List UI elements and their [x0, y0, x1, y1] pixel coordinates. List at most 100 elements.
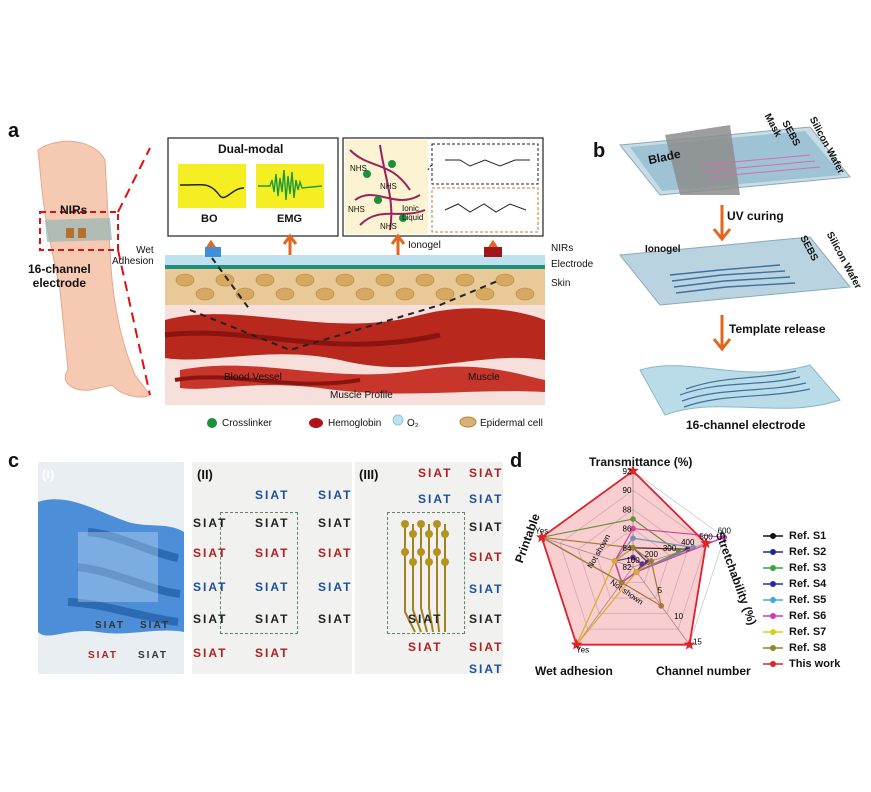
radar-point	[570, 638, 583, 650]
chem-nhs-3: NHS	[348, 205, 365, 214]
right-electrode-label: Electrode	[551, 259, 594, 270]
tick-transmittance: 86	[623, 525, 632, 534]
nirs-sensor	[484, 247, 502, 257]
radar-point	[630, 525, 636, 532]
uv-curing-label: UV curing	[727, 209, 784, 223]
siat-text: SIAT	[193, 646, 228, 660]
radar-point	[630, 516, 636, 522]
legend-label: Ref. S5	[789, 594, 827, 606]
siat-text: SIAT	[255, 612, 290, 626]
siat-text: SIAT	[193, 546, 228, 560]
radar-point	[700, 537, 712, 549]
electrode-region-iii	[387, 512, 465, 634]
emg-label: EMG	[277, 213, 303, 225]
chem-nhs-2: NHS	[380, 182, 397, 191]
muscle-profile-label: Muscle Profile	[330, 390, 393, 401]
radar-point	[721, 534, 728, 541]
legend-epidermal-cell: Epidermal cell	[480, 418, 543, 429]
panel-letter-b: b	[593, 140, 606, 162]
radar-series-8	[540, 469, 708, 646]
radar-point	[630, 545, 636, 551]
siat-text: SIAT	[255, 516, 290, 530]
tick-stretchability: 300	[663, 544, 677, 553]
siat-text: SIAT	[469, 466, 504, 480]
legend-label: This work	[789, 658, 841, 670]
legend-entry: Ref. S6	[763, 608, 826, 624]
chem-ionic-liquid: Ionic Liquid	[402, 204, 424, 222]
ionogel-label: Ionogel	[408, 240, 441, 251]
legend-marker	[763, 597, 783, 603]
radar-point	[633, 569, 640, 575]
legend-marker	[763, 645, 783, 651]
radar-point	[535, 531, 548, 543]
tick-stretchability: 100	[626, 556, 640, 565]
legend-entry: Ref. S5	[763, 592, 826, 608]
siat-text: SIAT	[469, 612, 504, 626]
legend-label: Ref. S3	[789, 562, 827, 574]
siat-text: SIAT	[140, 620, 171, 631]
panel-a-illustration	[37, 137, 545, 428]
photo-iii	[355, 462, 503, 674]
radar-point	[648, 558, 655, 564]
axis-label-transmittance: Transmittance (%)	[589, 455, 693, 469]
legend-entry: This work	[763, 656, 840, 672]
wet-adhesion-label: Wet Adhesion	[112, 245, 154, 267]
arm-highlight-box	[39, 211, 119, 251]
siat-text: SIAT	[88, 650, 119, 661]
legend-label: Ref. S7	[789, 626, 827, 638]
panel-letter-d: d	[510, 450, 523, 472]
photo-ii	[192, 462, 352, 674]
electrode-region-ii	[220, 512, 298, 634]
legend-marker	[763, 661, 783, 667]
chem-nhs-4: NHS	[380, 222, 397, 231]
sub-label-iii: (III)	[359, 467, 379, 482]
radar-point	[618, 579, 625, 586]
siat-text: SIAT	[193, 516, 228, 530]
siat-text: SIAT	[469, 662, 504, 676]
sub-label-ii: (II)	[197, 467, 213, 482]
legend-marker	[763, 549, 783, 555]
legend-label: Ref. S6	[789, 610, 827, 622]
siat-text: SIAT	[418, 466, 453, 480]
template-release-label: Template release	[729, 322, 826, 336]
blood-vessel-label: Blood Vessel	[224, 372, 282, 383]
muscle-label: Muscle	[468, 372, 500, 383]
siat-text: SIAT	[318, 488, 353, 502]
legend-crosslinker: Crosslinker	[222, 418, 273, 429]
legend-label: Ref. S1	[789, 530, 827, 542]
siat-text: SIAT	[469, 492, 504, 506]
tick-wet-adhesion: Yes	[576, 646, 589, 655]
siat-text: SIAT	[255, 546, 290, 560]
siat-text: SIAT	[318, 546, 353, 560]
legend-entry: Ref. S2	[763, 544, 826, 560]
radar-point	[611, 558, 618, 564]
siat-text: SIAT	[255, 580, 290, 594]
siat-text: SIAT	[255, 488, 290, 502]
radar-point	[658, 603, 665, 609]
arm-electrode-label: 16-channel electrode	[28, 262, 91, 290]
radar-axis-line	[541, 536, 634, 568]
siat-text: SIAT	[318, 580, 353, 594]
legend-entry: Ref. S8	[763, 640, 826, 656]
sub-label-i: (I)	[42, 467, 55, 482]
legend-marker	[763, 581, 783, 587]
legend-marker	[763, 629, 783, 635]
radar-legend: Ref. S1 Ref. S2 Ref. S3 Ref. S4 Ref. S5 Ref. …	[763, 528, 863, 678]
radar-point	[630, 554, 636, 561]
tick-stretchability: 400	[681, 538, 695, 547]
right-nirs-label: NIRs	[551, 243, 574, 254]
tick-printable: Yes	[535, 526, 548, 535]
legend-entry: Ref. S7	[763, 624, 826, 640]
siat-text: SIAT	[138, 650, 169, 661]
tick-transmittance: 82	[623, 563, 632, 572]
siat-text: SIAT	[418, 492, 453, 506]
siat-text: SIAT	[255, 646, 290, 660]
tick-stretchability: 500	[699, 532, 713, 541]
legend-entry: Ref. S1	[763, 528, 826, 544]
legend-entry: Ref. S4	[763, 576, 826, 592]
radar-point	[639, 561, 645, 567]
siat-text: SIAT	[408, 612, 443, 626]
tick-channel-number: 10	[674, 612, 683, 621]
radar-point	[630, 535, 636, 541]
